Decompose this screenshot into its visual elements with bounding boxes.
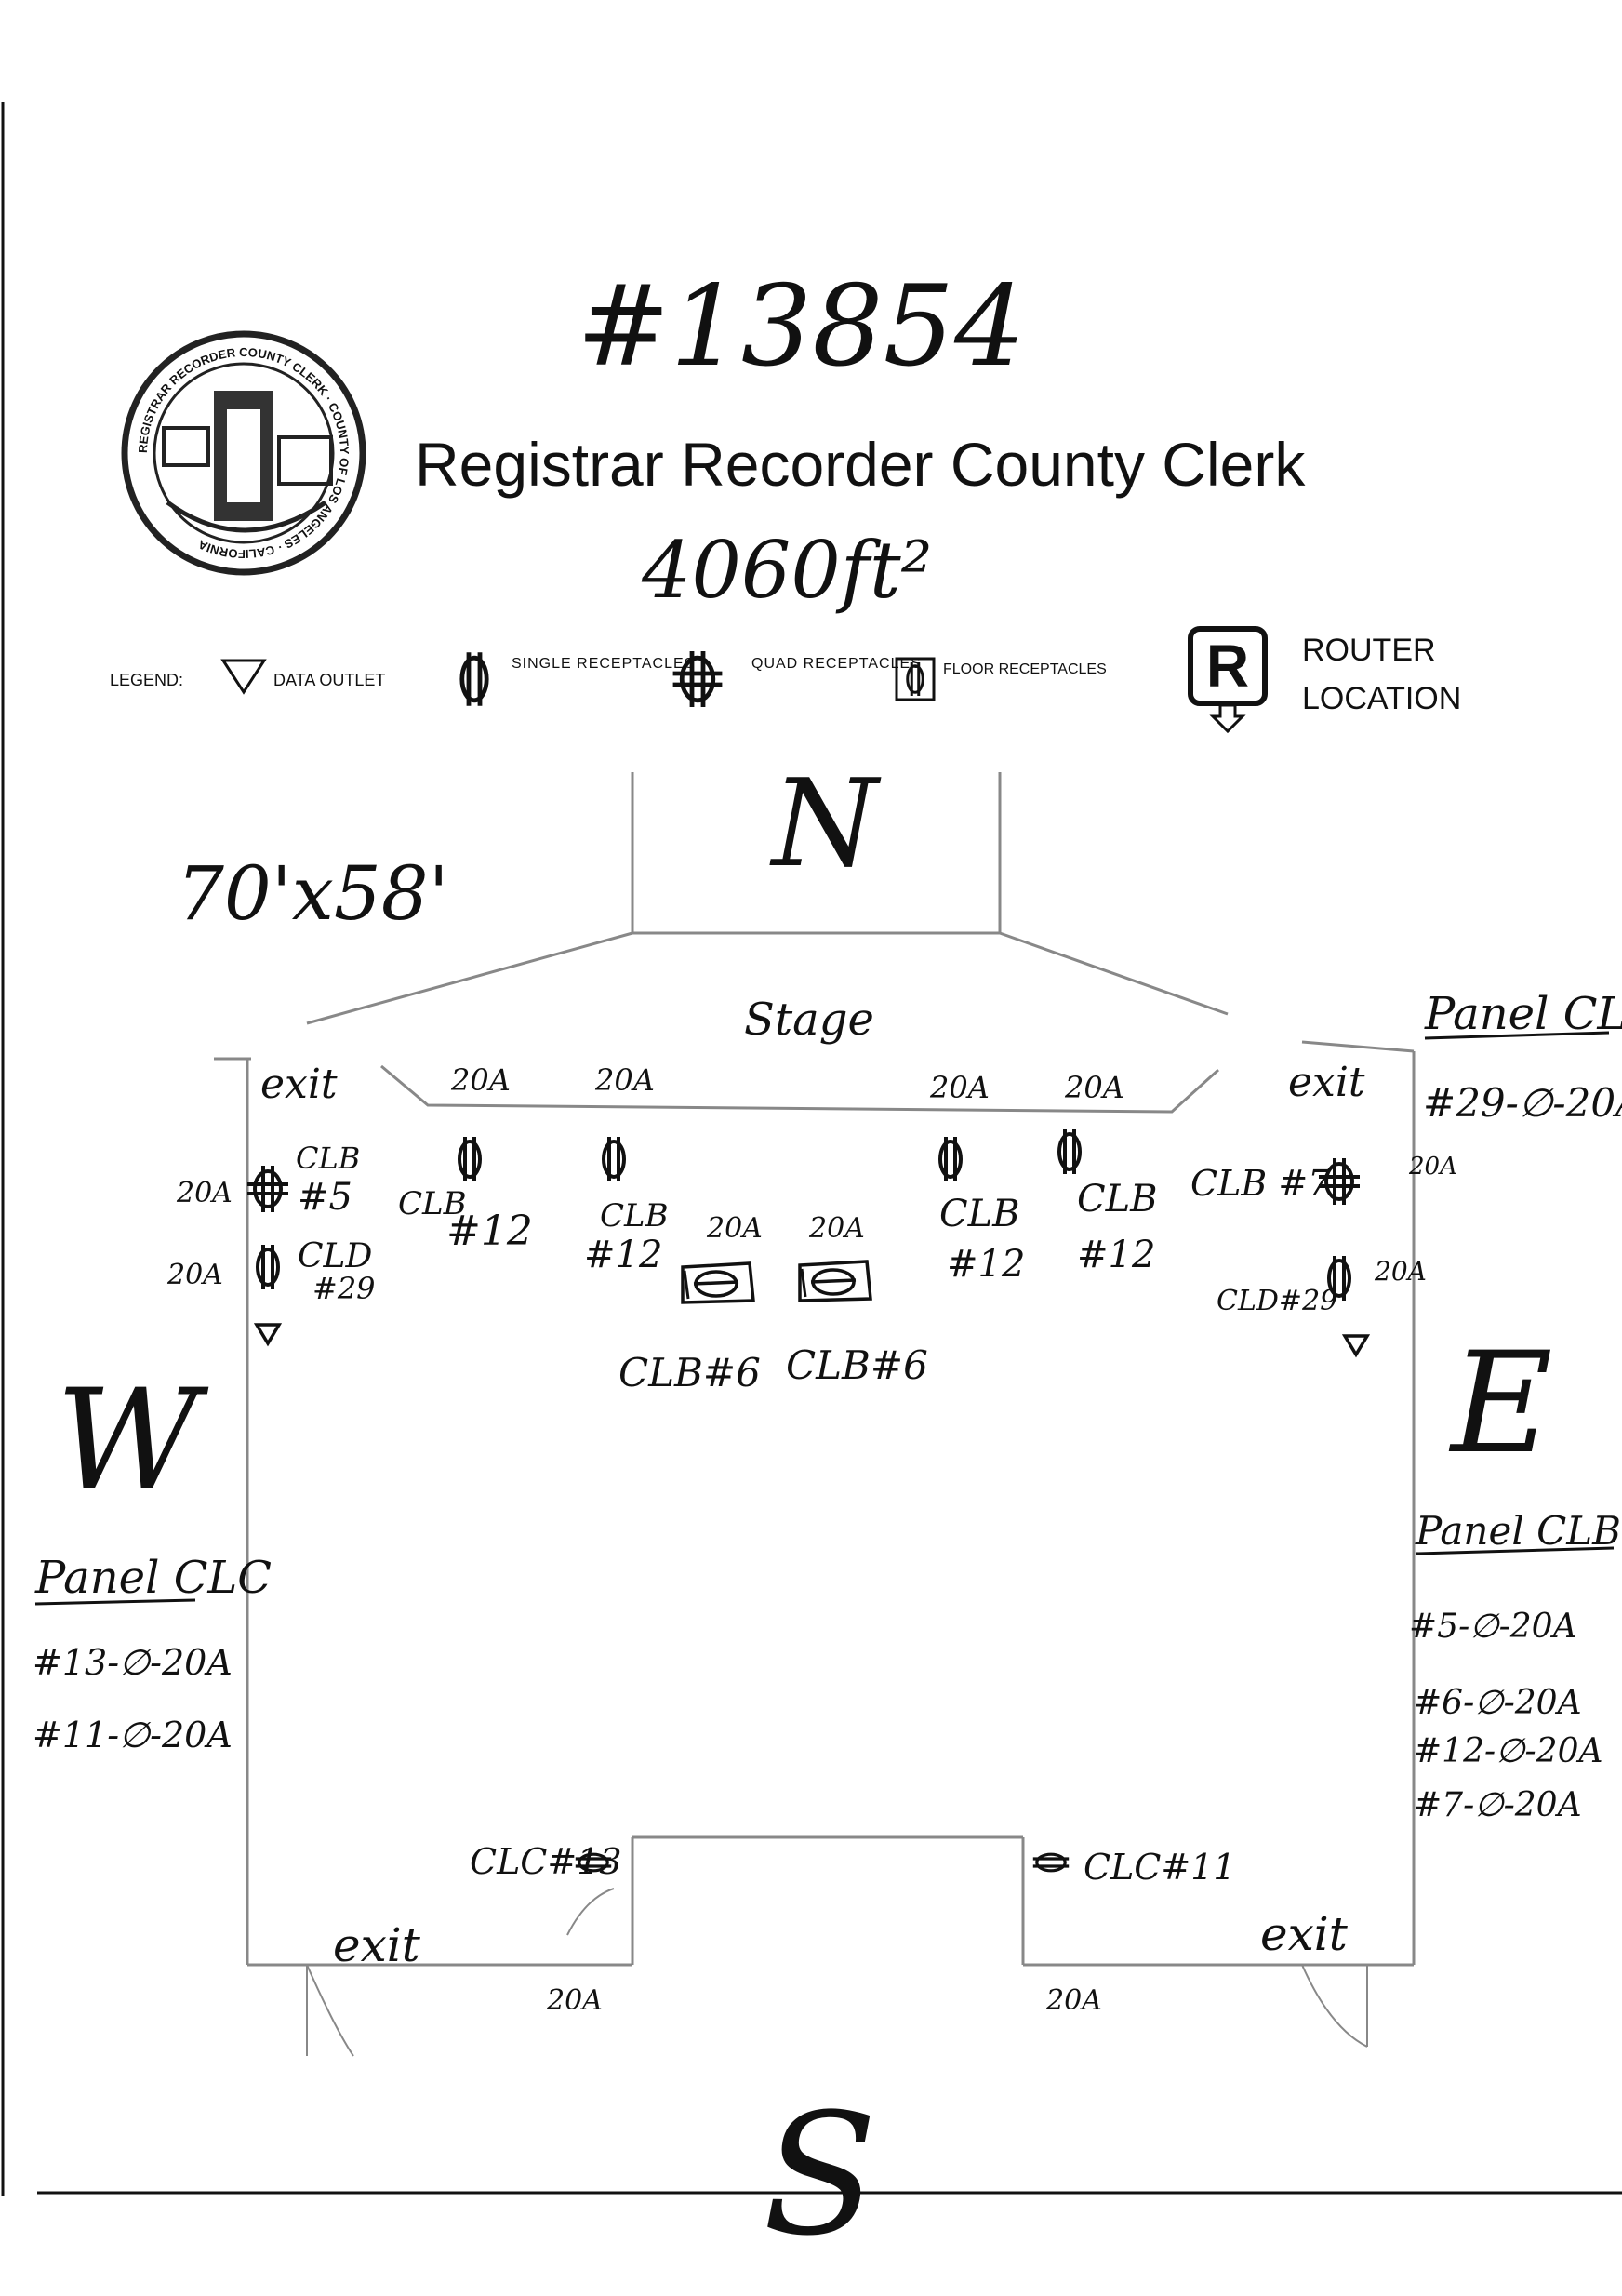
circuit-label: #5 bbox=[298, 1176, 352, 1219]
data-outlet-icon bbox=[255, 1323, 281, 1345]
amp-label: 20A bbox=[929, 1070, 990, 1105]
circuit-label: CLB #7 bbox=[1190, 1163, 1331, 1204]
panel-circuit: #13-∅-20A bbox=[33, 1642, 233, 1683]
circuit-label: CLD bbox=[298, 1237, 372, 1275]
circuit-label: CLB bbox=[296, 1141, 360, 1176]
circuit-label: #12 bbox=[446, 1208, 533, 1255]
amp-label: 20A bbox=[1374, 1256, 1427, 1287]
single-receptacle-icon bbox=[1031, 1852, 1070, 1873]
panel-circuit: #29-∅-20A bbox=[1423, 1080, 1622, 1126]
panel-clb-schedule: Panel CLB #5-∅-20A #6-∅-20A #12-∅-20A #7… bbox=[1409, 1508, 1621, 1824]
stage-outline bbox=[380, 1064, 1220, 1114]
room-dimensions: 70'x58' bbox=[177, 850, 449, 937]
panel-circuit: #6-∅-20A bbox=[1414, 1684, 1582, 1722]
circuit-label: CLD#29 bbox=[1216, 1285, 1337, 1317]
single-receptacle-icon bbox=[938, 1135, 963, 1183]
circuit-label: CLC#13 bbox=[470, 1841, 622, 1882]
exit-southwest: exit bbox=[333, 1918, 421, 1972]
amp-label: 20A bbox=[1064, 1070, 1124, 1105]
single-receptacle-icon bbox=[1327, 1254, 1351, 1302]
single-receptacle-icon bbox=[602, 1135, 626, 1183]
amp-label: 20A bbox=[706, 1212, 763, 1245]
single-receptacle-icon bbox=[1057, 1128, 1082, 1176]
circuit-label: #12 bbox=[1077, 1234, 1155, 1276]
circuit-label: #29 bbox=[312, 1271, 376, 1306]
legend: LEGEND: DATA OUTLET SINGLE RECEPTACLES Q… bbox=[110, 626, 1461, 734]
circuit-label: CLB bbox=[398, 1185, 467, 1222]
circuit-label: CLB bbox=[600, 1197, 669, 1235]
page-title: Registrar Recorder County Clerk bbox=[415, 430, 1306, 499]
circuit-label: #12 bbox=[584, 1234, 662, 1276]
router-icon: R bbox=[1188, 626, 1268, 734]
circuit-label: CLB bbox=[939, 1193, 1020, 1235]
amp-label: 20A bbox=[450, 1062, 511, 1098]
amp-label: 20A bbox=[1045, 1984, 1102, 2017]
amp-label: 20A bbox=[546, 1984, 603, 2017]
panel-title: Panel CLB bbox=[1415, 1508, 1621, 1554]
stage-label: Stage bbox=[744, 994, 874, 1046]
county-seal: REGISTRAR RECORDER COUNTY CLERK · COUNTY… bbox=[121, 330, 366, 576]
single-receptacle-icon bbox=[462, 652, 486, 706]
amp-label: 20A bbox=[594, 1062, 655, 1098]
legend-router-label-line1: ROUTER bbox=[1302, 633, 1436, 668]
amp-label: 20A bbox=[808, 1212, 865, 1245]
circuit-label: CLB bbox=[1077, 1178, 1158, 1221]
panel-title: Panel CLD bbox=[1424, 988, 1622, 1040]
single-receptacle-icon bbox=[256, 1243, 280, 1291]
floor-receptacle-icon bbox=[681, 1261, 755, 1304]
panel-cld-schedule: Panel CLD #29-∅-20A bbox=[1423, 988, 1622, 1126]
panel-circuit: #5-∅-20A bbox=[1409, 1608, 1577, 1646]
compass-west: W bbox=[56, 1360, 209, 1522]
amp-label: 20A bbox=[1408, 1153, 1457, 1181]
data-outlet-icon bbox=[220, 659, 267, 695]
circuit-label: CLC#11 bbox=[1084, 1847, 1236, 1888]
legend-router-label-line2: LOCATION bbox=[1302, 681, 1461, 716]
job-number: #13854 bbox=[577, 262, 1025, 392]
exit-southeast: exit bbox=[1260, 1907, 1349, 1961]
panel-clc-schedule: Panel CLC #13-∅-20A #11-∅-20A bbox=[33, 1552, 272, 1755]
amp-label: 20A bbox=[176, 1177, 233, 1209]
circuit-label: CLB#6 bbox=[786, 1342, 928, 1388]
exit-northwest: exit bbox=[260, 1061, 338, 1108]
single-receptacle-icon bbox=[458, 1135, 482, 1183]
panel-circuit: #11-∅-20A bbox=[33, 1715, 233, 1755]
amp-label: 20A bbox=[166, 1259, 223, 1291]
panel-circuit: #7-∅-20A bbox=[1414, 1786, 1582, 1824]
legend-single-receptacles-label: SINGLE RECEPTACLES bbox=[512, 656, 695, 672]
legend-title: LEGEND: bbox=[110, 671, 183, 689]
circuit-label: #12 bbox=[947, 1243, 1025, 1286]
panel-title: Panel CLC bbox=[34, 1552, 272, 1604]
floor-receptacle-icon bbox=[895, 657, 936, 701]
legend-quad-receptacles-label: QUAD RECEPTACLES bbox=[751, 656, 922, 672]
compass-north: N bbox=[769, 753, 882, 894]
svg-text:R: R bbox=[1206, 633, 1249, 700]
room-outline bbox=[214, 772, 1416, 2057]
exit-northeast: exit bbox=[1288, 1059, 1365, 1106]
panel-circuit: #12-∅-20A bbox=[1414, 1732, 1602, 1770]
quad-receptacle-icon bbox=[246, 1164, 290, 1214]
legend-floor-receptacles-label: FLOOR RECEPTACLES bbox=[943, 661, 1107, 677]
compass-east: E bbox=[1448, 1323, 1553, 1485]
data-outlet-icon bbox=[1343, 1334, 1369, 1356]
legend-data-outlet-label: DATA OUTLET bbox=[273, 671, 385, 689]
floor-receptacle-icon bbox=[798, 1260, 872, 1302]
compass-south: S bbox=[763, 2078, 877, 2273]
area-label: 4060ft² bbox=[641, 525, 932, 616]
circuit-label: CLB#6 bbox=[618, 1350, 761, 1395]
